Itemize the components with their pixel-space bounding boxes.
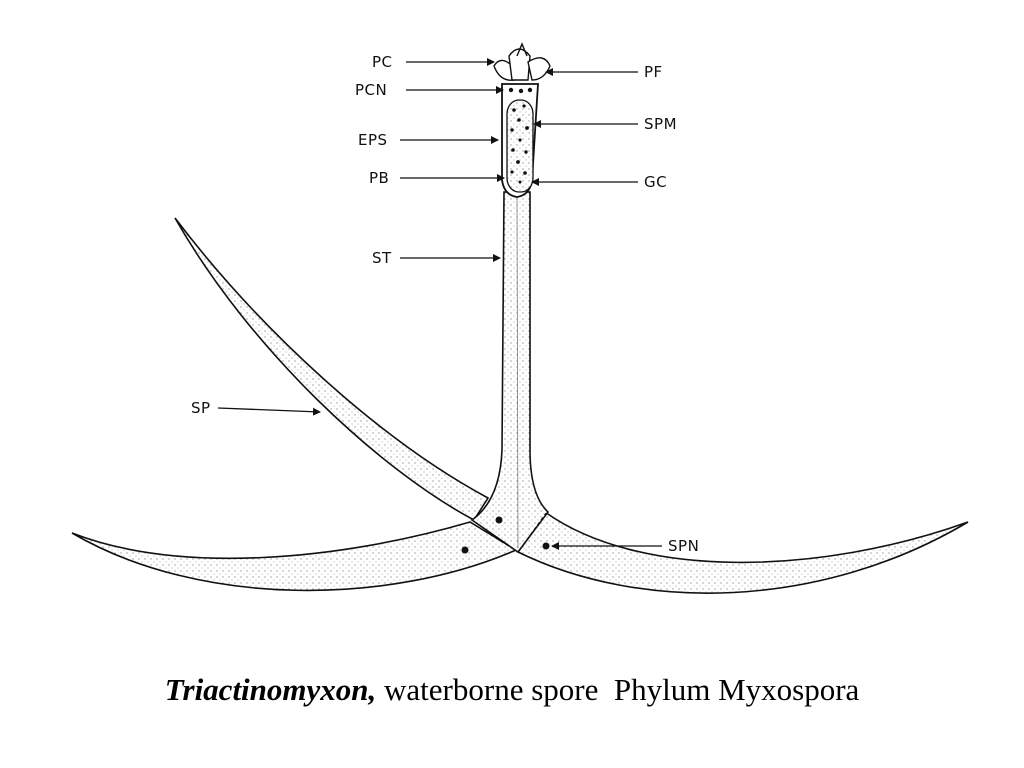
spore-process-lower-left <box>71 521 518 592</box>
label-pf: PF <box>644 63 663 81</box>
germ-cells <box>510 104 529 184</box>
leader-sp <box>217 407 321 416</box>
label-sp: SP <box>191 399 211 417</box>
figure-caption: Triactinomyxon, waterborne spore Phylum … <box>0 672 1024 708</box>
polar-capsules <box>493 42 551 81</box>
process-junction-dash <box>469 512 547 553</box>
label-gc: GC <box>644 173 667 191</box>
spore-process-upper-left <box>174 217 490 522</box>
label-pc: PC <box>372 53 393 71</box>
caption-genus: Triactinomyxon, <box>164 672 377 707</box>
process-nucleus <box>461 546 469 554</box>
spore-process-right <box>516 510 969 594</box>
label-pcn: PCN <box>355 81 387 99</box>
label-st: ST <box>372 249 392 267</box>
triactinomyxon-diagram: PC PCN EPS PB ST SP PF SPM GC SPN <box>71 42 969 594</box>
label-spm: SPM <box>644 115 677 133</box>
process-nucleus <box>495 516 503 524</box>
polar-capsule-nuclei <box>508 87 533 94</box>
process-nucleus <box>542 542 550 550</box>
label-eps: EPS <box>358 131 388 149</box>
label-spn: SPN <box>668 537 699 555</box>
label-pb: PB <box>369 169 389 187</box>
sporoplasm-mass <box>506 99 534 193</box>
stalk-midline <box>516 194 519 549</box>
caption-text: waterborne spore Phylum Myxospora <box>376 672 860 707</box>
